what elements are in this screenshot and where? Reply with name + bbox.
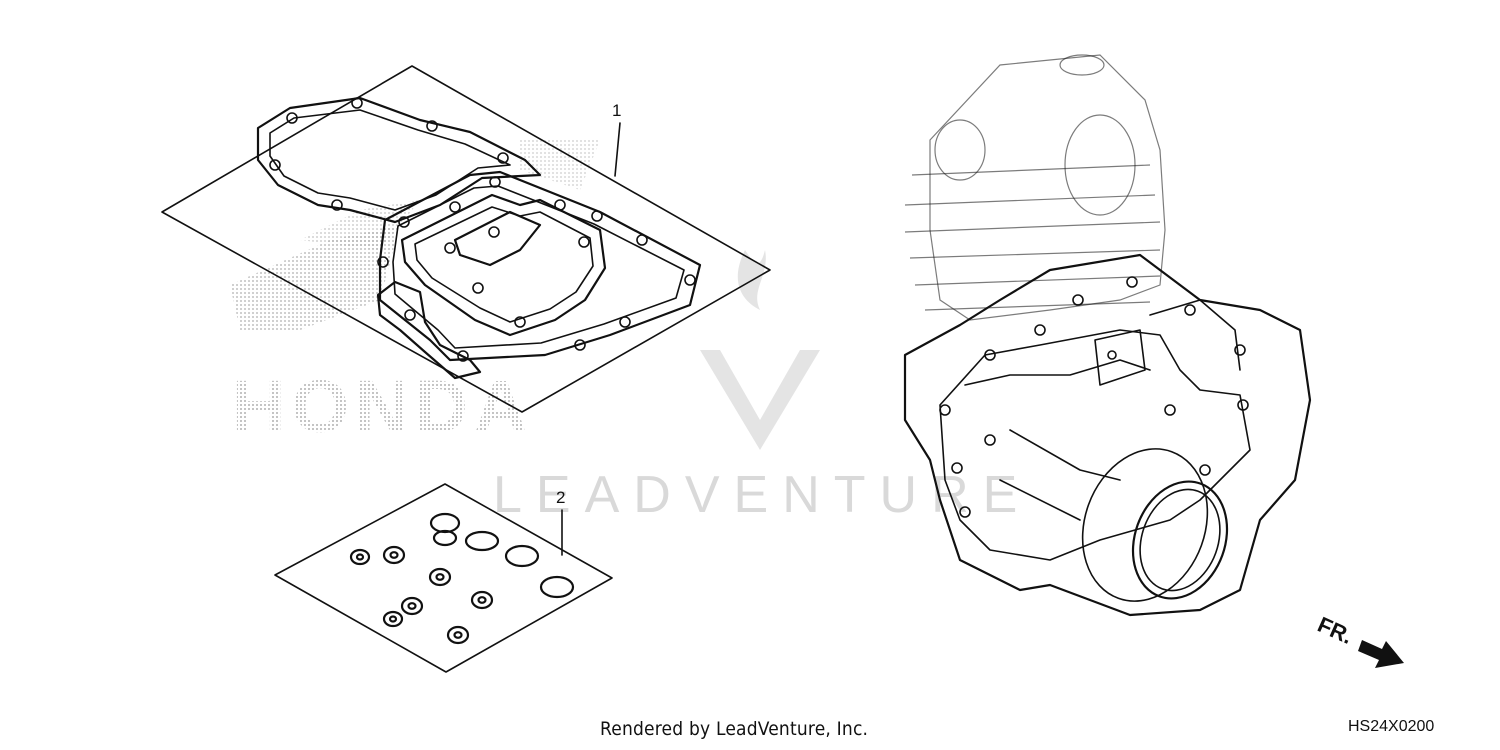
front-direction-marker: FR. bbox=[1314, 612, 1404, 668]
seal-sheet bbox=[274, 483, 613, 673]
diagram-code: HS24X0200 bbox=[1348, 718, 1435, 735]
render-credit: Rendered by LeadVenture, Inc. bbox=[600, 718, 869, 740]
callout-1-leader bbox=[614, 122, 621, 177]
front-marker-label: FR. bbox=[1314, 612, 1357, 649]
callout-2-label: 2 bbox=[556, 488, 565, 507]
brand-mark: HONDA bbox=[230, 140, 600, 448]
watermark: LEADVENTURE bbox=[493, 250, 1031, 524]
brand-mark-text: HONDA bbox=[232, 365, 533, 448]
engine-assembly bbox=[903, 54, 1312, 617]
callout-1-label: 1 bbox=[612, 101, 621, 120]
front-arrow-icon bbox=[1358, 640, 1404, 668]
gasket-sheet bbox=[161, 65, 771, 413]
watermark-text: LEADVENTURE bbox=[493, 466, 1031, 524]
